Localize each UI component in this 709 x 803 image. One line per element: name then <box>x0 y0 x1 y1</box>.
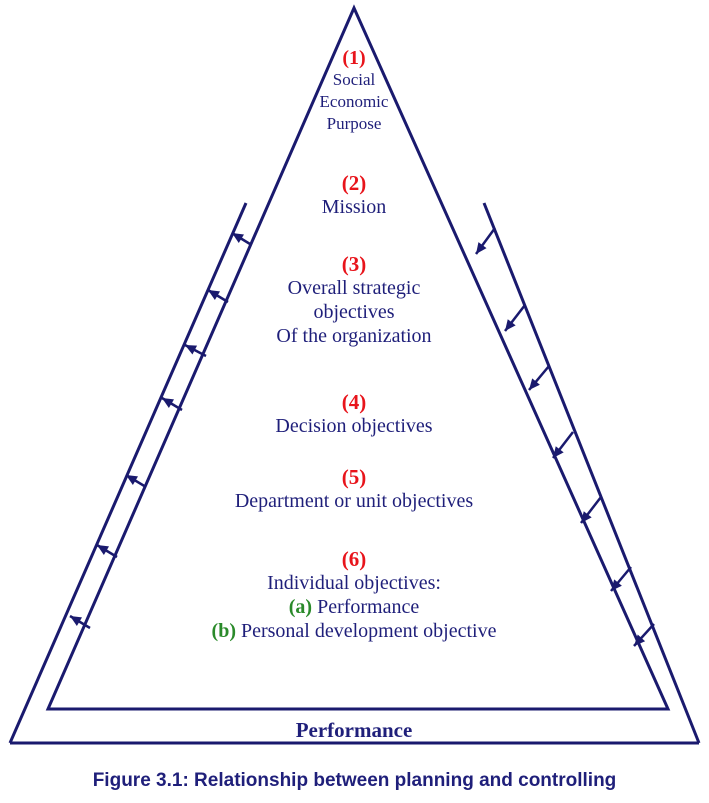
level-5: (5)Department or unit objectives <box>154 466 554 513</box>
sub-item: (a) Performance <box>154 595 554 619</box>
level-number: (5) <box>341 465 367 489</box>
level-text: Individual objectives: <box>267 572 441 594</box>
level-2: (2)Mission <box>154 172 554 219</box>
feedforward-arrow <box>552 431 574 459</box>
sub-item-label: (b) <box>211 620 236 642</box>
level-text: Mission <box>321 196 387 218</box>
level-text: objectives <box>313 301 395 323</box>
level-text: Overall strategic <box>287 277 421 299</box>
feedback-arrow <box>125 473 147 489</box>
level-number: (6) <box>341 547 367 571</box>
level-text: Economic <box>319 92 389 111</box>
feedback-arrow <box>161 396 183 412</box>
feedforward-arrow <box>474 227 497 255</box>
feedforward-arrow <box>610 566 632 592</box>
figure-caption: Figure 3.1: Relationship between plannin… <box>92 770 617 791</box>
level-text: Of the organization <box>276 325 432 347</box>
sub-item-label: (a) <box>288 596 313 618</box>
level-number: (3) <box>341 252 367 276</box>
sub-item: (b) Personal development objective <box>154 619 554 643</box>
sub-item-text: Performance <box>317 596 420 618</box>
level-number: (4) <box>341 390 367 414</box>
feedforward-arrow <box>528 365 550 391</box>
feedback-arrow <box>231 231 251 246</box>
left-feedback-arrows <box>69 231 251 630</box>
right-feedforward-line <box>482 202 701 744</box>
feedback-arrow <box>69 614 91 630</box>
level-4: (4)Decision objectives <box>154 391 554 438</box>
right-feedforward-arrows <box>474 227 655 647</box>
left-feedback-line <box>8 202 248 744</box>
level-text: Department or unit objectives <box>234 490 474 512</box>
feedback-arrow <box>207 288 229 304</box>
feedback-arrow <box>184 343 207 358</box>
level-text: Purpose <box>326 114 382 133</box>
pyramid-outline <box>45 4 671 711</box>
level-6: (6)Individual objectives:(a) Performance… <box>154 548 554 643</box>
feedforward-arrow <box>580 496 602 524</box>
level-text: Decision objectives <box>275 415 433 437</box>
feedforward-arrow <box>504 304 526 332</box>
feedforward-arrow <box>633 623 655 647</box>
level-text: Social <box>332 70 376 89</box>
base-performance-label: Performance <box>295 718 413 742</box>
level-number: (1) <box>342 47 366 69</box>
level-number: (2) <box>341 171 367 195</box>
sub-item-text: Personal development objective <box>240 620 497 642</box>
feedback-arrow <box>96 543 118 559</box>
